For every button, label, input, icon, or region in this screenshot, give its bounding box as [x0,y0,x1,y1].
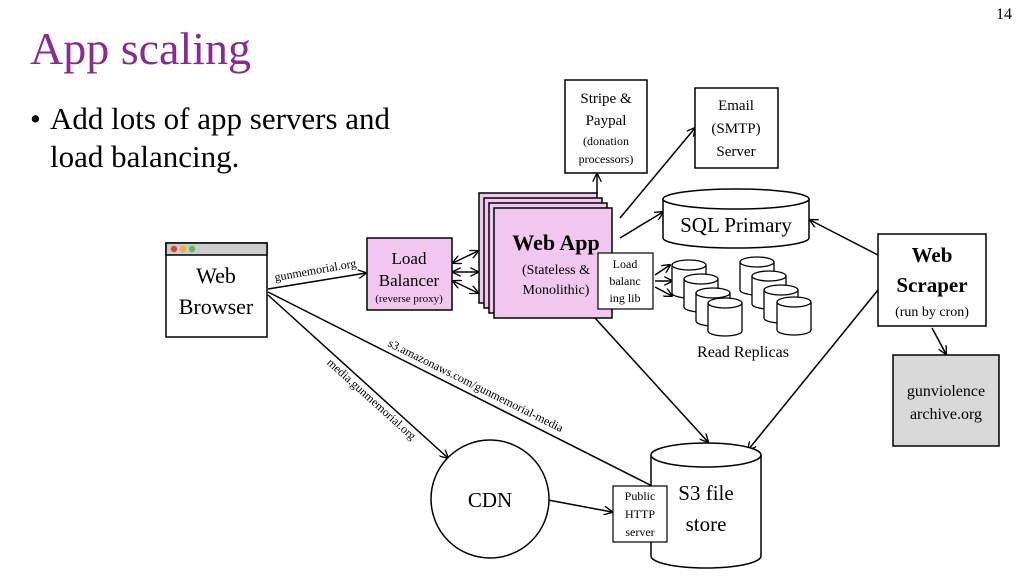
s3-label-2: store [686,512,727,536]
bullet-text: Add lots of app servers and load balanci… [50,101,391,174]
load-balancer-label-1: Load [392,249,427,268]
cdn-label: CDN [468,488,512,512]
edge-scraper-to-sql [810,220,879,256]
email-label-3: Server [716,144,755,160]
edge-label-gunmemorial: gunmemorial.org [273,256,357,284]
web-app-title: Web App [512,230,599,255]
edge-scraper-to-gunviolence [931,327,946,354]
web-scraper-label-2: Scraper [896,273,967,297]
gunviolence-archive-node: gunviolence archive.org [892,354,1000,447]
edge-browser-to-lb [267,273,366,290]
edge-webapp-to-sql [619,212,663,239]
web-scraper-node: Web Scraper (run by cron) [877,233,987,327]
replica-db-icon [707,297,743,337]
web-app-node: Web App (Stateless & Monolithic) [478,192,613,319]
stripe-label-1: Stripe & [580,91,632,107]
public-http-server-node: Public HTTP server [612,485,668,543]
web-scraper-label-1: Web [912,243,953,267]
slide-title: App scaling [30,23,252,74]
connectors [267,128,946,512]
web-browser-label-1: Web [196,263,236,288]
load-balancing-lib-node: Load balanc ing lib [597,252,654,310]
web-scraper-label-3: (run by cron) [895,305,969,320]
bullet-dot: • [30,101,41,136]
edge-webapp-to-email [619,128,695,219]
replica-db-icon [776,296,812,336]
edge-lb-webapp-3 [453,281,478,293]
web-app-label-2: (Stateless & [522,263,590,278]
cdn-node: CDN [430,439,550,559]
page-number: 14 [996,6,1012,23]
edge-scraper-to-s3 [748,289,879,450]
web-browser-node: Web Browser [165,242,268,338]
gunviolence-label-1: gunviolence [907,383,985,400]
edge-browser-to-cdn [267,294,448,458]
edge-lb-webapp-1 [453,251,478,263]
load-balancer-label-2: Balancer [379,271,440,290]
browser-minimize-dot-icon [179,245,187,253]
lib-label-3: ing lib [609,291,640,305]
sql-primary-node: SQL Primary [662,188,810,249]
stripe-paypal-node: Stripe & Paypal (donation processors) [564,79,648,174]
http-label-1: Public [625,489,656,503]
http-label-2: HTTP [625,507,655,521]
browser-maximize-dot-icon [188,245,196,253]
lib-label-1: Load [613,257,638,271]
read-replicas-label: Read Replicas [697,344,789,361]
web-browser-label-2: Browser [179,294,254,319]
edge-lib-to-replica-1 [654,265,670,276]
load-balancer-node: Load Balancer (reverse proxy) [366,237,453,311]
s3-file-store-node: S3 file store [650,442,762,569]
load-balancer-label-3: (reverse proxy) [375,293,443,305]
gunviolence-label-2: archive.org [910,406,982,423]
stripe-label-3: (donation [583,134,629,148]
edge-lib-to-replica-3 [654,286,672,296]
http-label-3: server [625,525,654,539]
web-app-label-3: Monolithic) [523,283,590,298]
edge-cdn-to-http [547,499,612,512]
email-server-node: Email (SMTP) Server [694,87,779,169]
s3-label-1: S3 file [678,481,733,505]
sql-primary-label: SQL Primary [680,213,792,237]
edge-label-media-url: media.gunmemorial.org [324,355,419,442]
browser-close-dot-icon [170,245,178,253]
edge-browser-to-s3 [267,291,656,488]
edge-label-s3-url: s3.amazonaws.com/gunmemorial-media [386,336,566,435]
read-replicas-group: Read Replicas [671,256,812,361]
stripe-label-2: Paypal [586,113,627,129]
email-label-1: Email [718,98,754,114]
stripe-label-4: processors) [579,152,634,166]
edge-webapp-to-s3 [594,317,708,442]
email-label-2: (SMTP) [711,121,760,137]
lib-label-2: balanc [609,274,640,288]
